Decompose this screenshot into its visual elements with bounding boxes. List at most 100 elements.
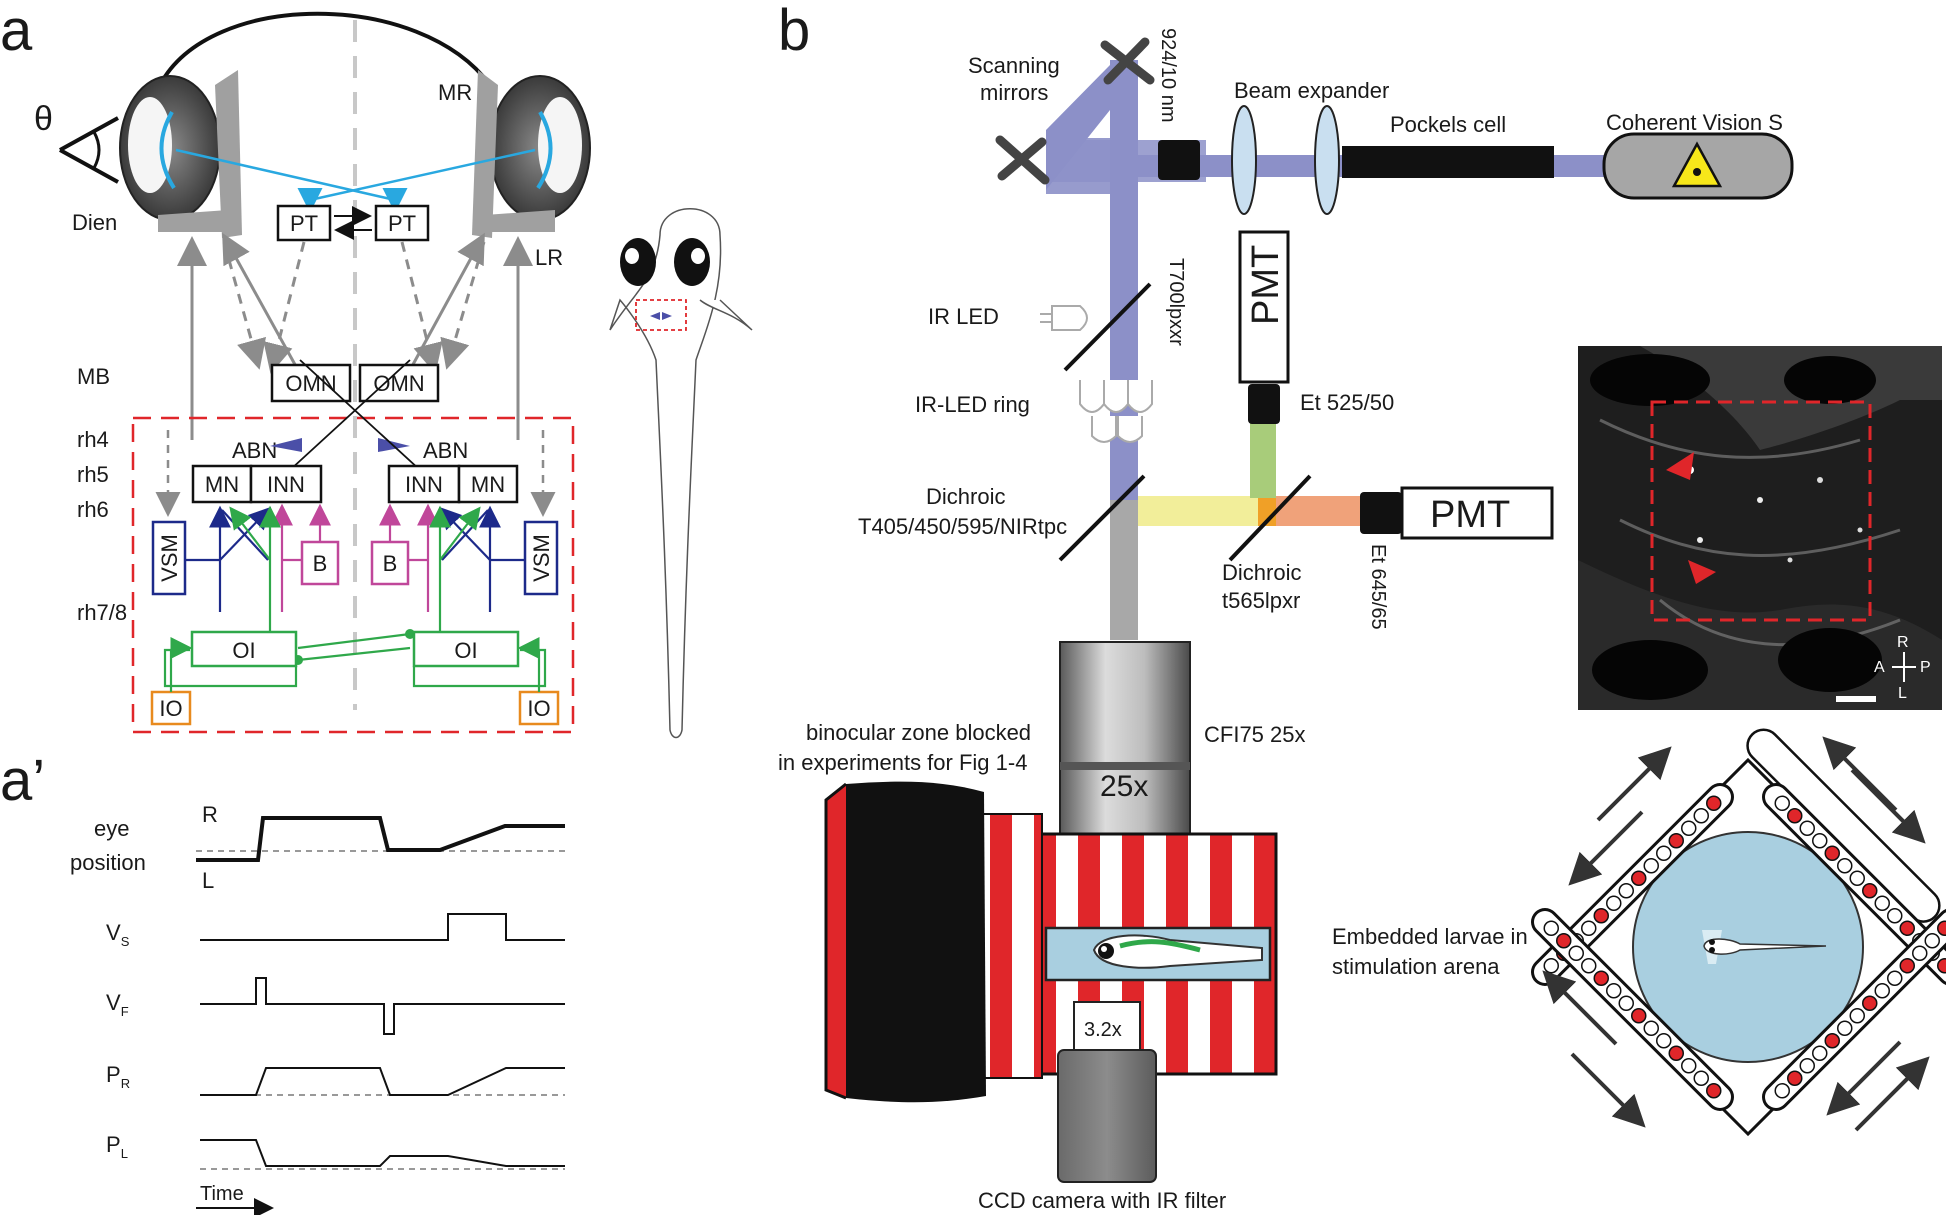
led-dot bbox=[1812, 833, 1828, 849]
laser-warning-icon bbox=[1671, 141, 1723, 188]
label-et645: Et 645/65 bbox=[1367, 544, 1389, 630]
label-mr: MR bbox=[438, 80, 472, 105]
led-dot bbox=[1543, 920, 1559, 936]
io-box-right bbox=[518, 690, 560, 726]
inn-box-right bbox=[387, 464, 461, 504]
scanning-mirrors bbox=[995, 37, 1155, 185]
label-lr: LR bbox=[535, 245, 563, 270]
led-dot bbox=[1581, 920, 1597, 936]
pt-box-left bbox=[276, 204, 332, 242]
trace-label-pl: PL bbox=[106, 1132, 128, 1161]
expander-lens-1 bbox=[1231, 105, 1257, 215]
led-dot bbox=[1668, 833, 1684, 849]
pmt-horizontal-label: PMT bbox=[1430, 494, 1510, 536]
pockels-cell bbox=[1342, 146, 1554, 178]
led-dot bbox=[1568, 945, 1584, 961]
objective-magnification: 25x bbox=[1100, 770, 1148, 803]
led-dot bbox=[1874, 983, 1890, 999]
micrograph-label-p: P bbox=[1920, 659, 1931, 676]
led-dot bbox=[1912, 945, 1928, 961]
label-embedded-1: Embedded larvae in bbox=[1332, 924, 1528, 949]
led-dot bbox=[1937, 920, 1946, 936]
t700-mirror bbox=[1063, 282, 1152, 372]
label-924: 924/10 nm bbox=[1157, 28, 1179, 123]
led-dot bbox=[1774, 1083, 1790, 1099]
label-mb: MB bbox=[77, 364, 110, 389]
label-beam-expander: Beam expander bbox=[1234, 78, 1389, 103]
label-mirrors: mirrors bbox=[980, 80, 1048, 105]
label-laser: Coherent Vision S bbox=[1606, 110, 1783, 135]
label-rh78: rh7/8 bbox=[77, 600, 127, 625]
inn-label-left: INN bbox=[267, 472, 305, 497]
b-label-left: B bbox=[313, 551, 328, 576]
vsm-label-left: VSM bbox=[157, 534, 182, 582]
label-ir-led-ring: IR-LED ring bbox=[915, 392, 1030, 417]
mn-label-left: MN bbox=[205, 472, 239, 497]
label-dichroic-1-spec: T405/450/595/NIRtpc bbox=[858, 514, 1067, 539]
ccd-camera bbox=[1057, 1049, 1157, 1183]
trace-pl bbox=[200, 1139, 565, 1167]
led-dot bbox=[1593, 908, 1609, 924]
filter-924 bbox=[1158, 140, 1200, 180]
trace-label-position: position bbox=[70, 850, 146, 875]
led-dot bbox=[1668, 1045, 1684, 1061]
right-eye bbox=[472, 70, 591, 238]
io-label-left: IO bbox=[159, 696, 182, 721]
trace-label-r: R bbox=[202, 802, 218, 827]
trace-vs bbox=[200, 913, 565, 941]
label-rh4: rh4 bbox=[77, 427, 109, 452]
lens-32 bbox=[1073, 1001, 1141, 1053]
b-box-right bbox=[370, 540, 410, 586]
led-dot bbox=[1643, 1020, 1659, 1036]
led-dot bbox=[1618, 995, 1634, 1011]
trace-pr bbox=[200, 1067, 565, 1096]
led-dot bbox=[1924, 933, 1940, 949]
label-ir-led: IR LED bbox=[928, 304, 999, 329]
projection-left bbox=[175, 148, 396, 202]
trace-eye-position bbox=[196, 816, 565, 862]
trace-vf bbox=[200, 977, 565, 1035]
led-dot bbox=[1593, 970, 1609, 986]
led-dot bbox=[1849, 1008, 1865, 1024]
trace-label-vs: VS bbox=[106, 920, 130, 949]
label-ccd: CCD camera with IR filter bbox=[978, 1188, 1226, 1213]
led-dot bbox=[1693, 808, 1709, 824]
label-binocular-1: binocular zone blocked bbox=[806, 720, 1031, 745]
led-dot bbox=[1799, 1058, 1815, 1074]
angle-arc-icon bbox=[92, 131, 101, 169]
mn-box-left bbox=[191, 464, 253, 504]
micrograph-label-l: L bbox=[1898, 685, 1907, 702]
label-t700: T700lpxxr bbox=[1165, 258, 1187, 346]
led-dot bbox=[1824, 1033, 1840, 1049]
b-connections bbox=[271, 503, 439, 612]
label-objective: CFI75 25x bbox=[1204, 722, 1306, 747]
dichroic-1 bbox=[1058, 474, 1146, 562]
led-dot bbox=[1837, 858, 1853, 874]
mn-label-right: MN bbox=[471, 472, 505, 497]
led-dot bbox=[1656, 845, 1672, 861]
label-dichroic-2-spec: t565lpxr bbox=[1222, 588, 1300, 613]
trace-label-l: L bbox=[202, 868, 214, 893]
label-scanning: Scanning bbox=[968, 53, 1060, 78]
led-dot bbox=[1693, 1070, 1709, 1086]
b-label-right: B bbox=[383, 551, 398, 576]
angle-icon bbox=[59, 116, 119, 184]
vsm-label-right: VSM bbox=[529, 534, 554, 582]
oi-box-right bbox=[412, 630, 520, 668]
led-dot bbox=[1606, 895, 1622, 911]
led-dot bbox=[1706, 795, 1722, 811]
expander-lens-2 bbox=[1314, 105, 1340, 215]
ir-led-ring-icon bbox=[1079, 380, 1153, 443]
oi-label-left: OI bbox=[232, 638, 255, 663]
label-dichroic-1: Dichroic bbox=[926, 484, 1005, 509]
inn-label-right: INN bbox=[405, 472, 443, 497]
motion-arrows bbox=[1542, 736, 1930, 1132]
head-outline bbox=[158, 11, 492, 87]
io-label-right: IO bbox=[527, 696, 550, 721]
led-dot bbox=[1643, 858, 1659, 874]
led-dot bbox=[1681, 820, 1697, 836]
binocular-blocker bbox=[846, 781, 986, 1103]
abn-label-right: ABN bbox=[423, 438, 468, 463]
led-dot bbox=[1937, 958, 1946, 974]
led-dot bbox=[1656, 1033, 1672, 1049]
